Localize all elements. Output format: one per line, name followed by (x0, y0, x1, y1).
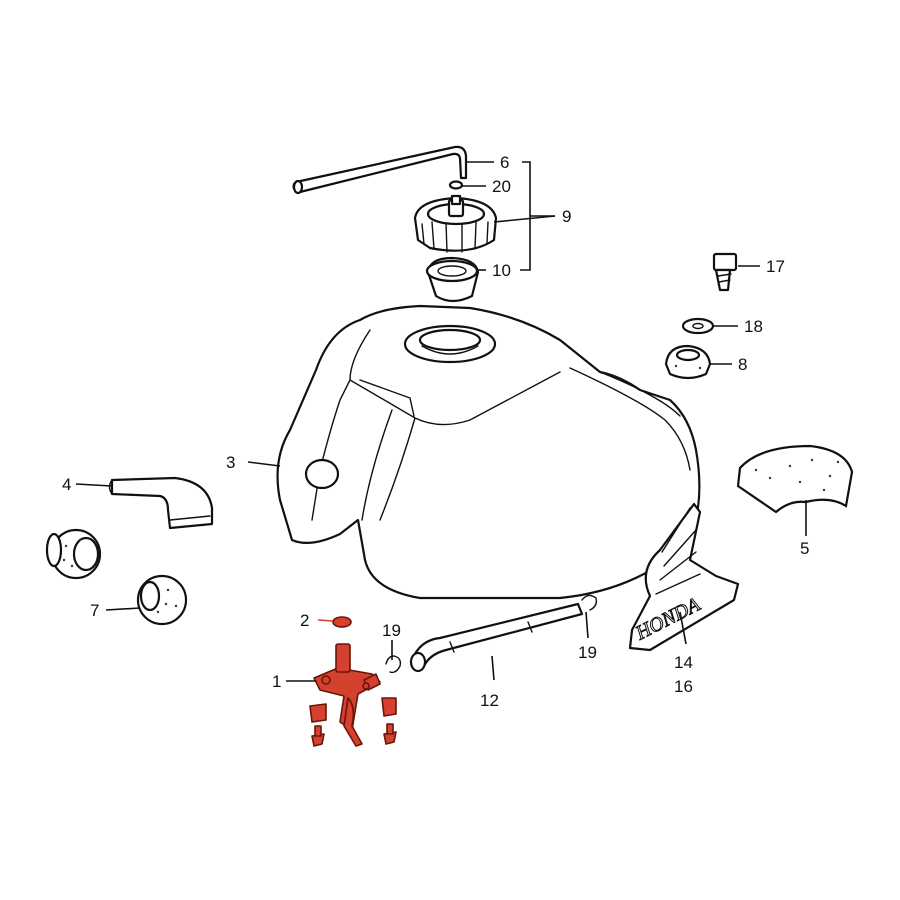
callout-5: 5 (800, 539, 809, 558)
rubber-mount-right[interactable] (136, 574, 188, 626)
hose-clip-left[interactable] (385, 655, 402, 674)
tube-clip[interactable] (448, 180, 464, 190)
hose-clip-right[interactable] (581, 594, 598, 611)
leader-lines (75, 161, 807, 682)
tank-hose[interactable] (108, 476, 214, 530)
fuel-line[interactable] (409, 602, 584, 673)
callout-16: 16 (674, 677, 693, 696)
fuel-valve-assembly[interactable] (313, 643, 381, 747)
valve-o-ring[interactable] (332, 616, 352, 628)
valve-collar-left[interactable] (309, 703, 327, 723)
breather-tube[interactable] (292, 145, 468, 195)
mount-washer[interactable] (681, 317, 715, 335)
foam-pad[interactable] (736, 444, 854, 514)
fuel-cap[interactable] (413, 194, 498, 253)
callout-20: 20 (492, 177, 511, 196)
callout-3: 3 (226, 453, 235, 472)
callout-1: 1 (272, 672, 281, 691)
cap-gasket[interactable] (425, 256, 480, 303)
callout-6: 6 (500, 153, 509, 172)
callout-10: 10 (492, 261, 511, 280)
callout-12: 12 (480, 691, 499, 710)
callout-19-right: 19 (578, 643, 597, 662)
mount-bolt[interactable] (712, 252, 738, 292)
callout-7: 7 (90, 601, 99, 620)
callout-19-left: 19 (382, 621, 401, 640)
callout-4: 4 (62, 475, 71, 494)
callout-14: 14 (674, 653, 693, 672)
callout-17: 17 (766, 257, 785, 276)
callout-2: 2 (300, 611, 309, 630)
rubber-mount-left[interactable] (45, 528, 102, 580)
mount-damper[interactable] (664, 344, 712, 380)
valve-screw-right[interactable] (383, 723, 397, 745)
honda-wing-emblem[interactable]: HONDA (628, 502, 740, 652)
fuel-tank[interactable] (276, 304, 701, 600)
valve-collar-right[interactable] (381, 697, 397, 717)
callout-9: 9 (562, 207, 571, 226)
callout-8: 8 (738, 355, 747, 374)
callout-18: 18 (744, 317, 763, 336)
callout-labels: 6 20 9 10 17 18 8 3 4 5 7 2 19 19 1 12 1… (62, 153, 809, 710)
valve-screw-left[interactable] (311, 725, 325, 747)
